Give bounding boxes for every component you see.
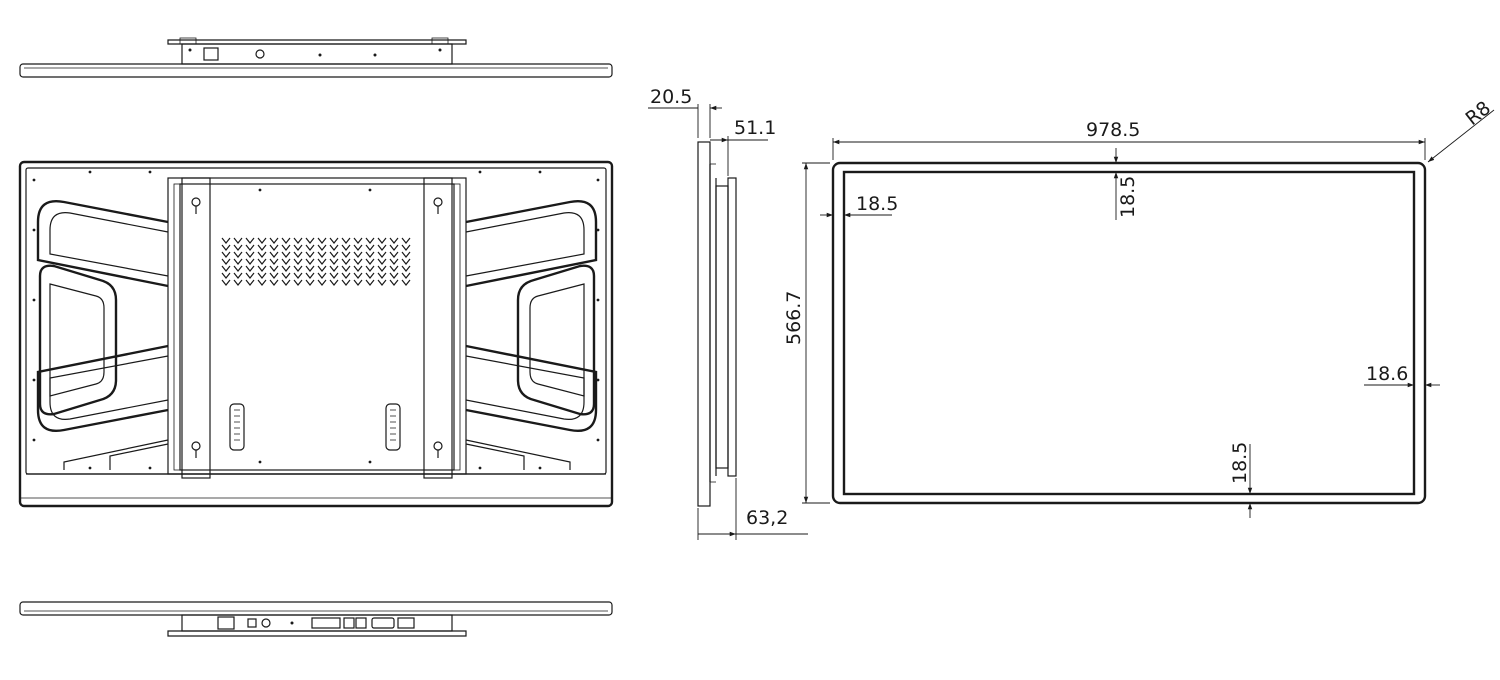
dim-width: 978.5	[1086, 119, 1140, 141]
dim-body-depth: 51.1	[734, 117, 776, 139]
top-view	[19, 37, 613, 78]
dim-bezel-depth: 20.5	[650, 86, 692, 108]
side-view: 20.5 51.1 63,2	[648, 86, 808, 540]
rear-view	[18, 160, 614, 508]
dim-border-left: 18.5	[856, 193, 898, 215]
left-bracket	[36, 200, 169, 470]
dim-total-depth: 63,2	[746, 507, 788, 529]
right-bracket	[465, 200, 598, 470]
dim-corner-radius: R8	[1462, 97, 1495, 130]
dim-border-bottom: 18.5	[1229, 442, 1251, 484]
slot-vents	[229, 403, 401, 451]
dim-border-right: 18.6	[1366, 363, 1408, 385]
dim-border-top: 18.5	[1117, 176, 1139, 218]
keyhole-mounts	[191, 197, 443, 458]
vent-grille	[221, 237, 411, 286]
front-view: 978.5 566.7 R8 18.5 18.5 18.6 18.5	[783, 97, 1495, 518]
screw-holes	[32, 170, 600, 470]
bottom-view	[19, 601, 613, 637]
dim-height: 566.7	[783, 291, 805, 345]
